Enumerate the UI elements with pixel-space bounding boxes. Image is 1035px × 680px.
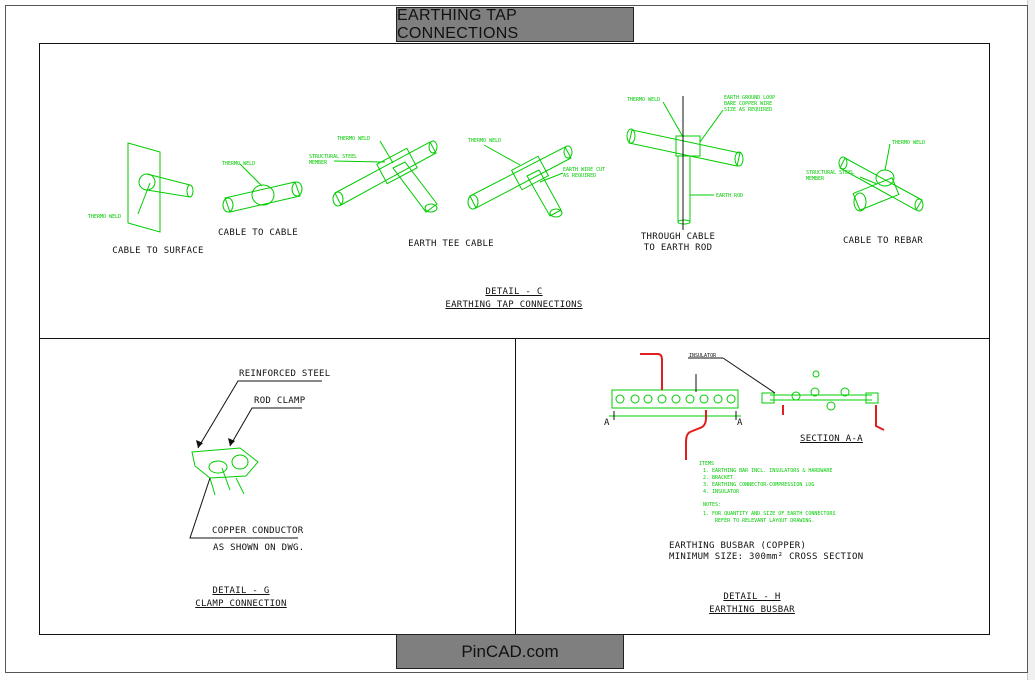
items-heading: ITEMS: [699, 461, 715, 467]
note-thermo-weld-6: THERMO WELD: [892, 140, 926, 146]
note-thermo-weld-2: THERMO WELD: [222, 161, 256, 167]
note-earth-wire: EARTH WIRE CUT AS REQUIRED: [563, 167, 606, 179]
label-cable-to-surface: CABLE TO SURFACE: [112, 246, 204, 256]
drawing-border: [5, 5, 1028, 673]
label-copper-conductor: COPPER CONDUCTOR: [212, 526, 304, 536]
note-thermo-weld-3: THERMO WELD: [337, 136, 371, 142]
note-thermo-weld-4: THERMO WELD: [468, 138, 502, 144]
items-line-4: 4. INSULATOR: [703, 489, 740, 495]
label-as-shown: AS SHOWN ON DWG.: [213, 543, 305, 553]
detail-g-subtitle: CLAMP CONNECTION: [195, 599, 287, 609]
items-line-1: 1. EARTHING BAR INCL. INSULATORS & HARDW…: [703, 468, 833, 474]
section-marker-a-left: A: [604, 418, 610, 428]
detail-g-title: DETAIL - G: [212, 586, 270, 596]
through-cable-graphic: [626, 101, 744, 225]
label-section-aa: SECTION A-A: [800, 434, 863, 444]
label-busbar-2: MINIMUM SIZE: 300mm² CROSS SECTION: [669, 552, 864, 562]
detail-c-title: DETAIL - C: [485, 287, 543, 297]
earth-tee-graphic: [332, 140, 438, 213]
label-through-cable-1: THROUGH CABLE: [640, 232, 716, 242]
label-insulator: INSULATOR: [689, 353, 717, 359]
tee-cable-graphic-2: [467, 144, 573, 218]
footer-watermark: PinCAD.com: [396, 634, 624, 669]
cable-to-cable-graphic: [222, 163, 303, 213]
detail-c-subtitle: EARTHING TAP CONNECTIONS: [445, 300, 583, 310]
busbar-graphic: [609, 389, 741, 417]
note-structural-steel-2: STRUCTURAL STEEL MEMBER: [806, 170, 855, 182]
items-line-3: 3. EARTHING CONNECTOR-COMPRESSION LUG: [703, 482, 815, 488]
cable-to-surface-graphic: [127, 142, 194, 233]
detail-h-title: DETAIL - H: [723, 592, 781, 602]
notes-heading: NOTES:: [703, 502, 722, 508]
notes-line-2: REFER TO RELEVANT LAYOUT DRAWING.: [703, 518, 815, 524]
label-cable-to-rebar: CABLE TO REBAR: [842, 236, 924, 246]
label-cable-to-cable: CABLE TO CABLE: [217, 228, 299, 238]
note-structural-steel-1: STRUCTURAL STEEL MEMBER: [309, 154, 358, 166]
note-earth-rod: EARTH ROD: [716, 193, 744, 199]
label-reinforced-steel: REINFORCED STEEL: [239, 369, 331, 379]
label-earth-tee-cable: EARTH TEE CABLE: [408, 239, 494, 249]
label-busbar-1: EARTHING BUSBAR (COPPER): [669, 541, 807, 551]
panel-detail-h: [515, 338, 990, 635]
label-through-cable-2: TO EARTH ROD: [643, 243, 713, 253]
label-rod-clamp: ROD CLAMP: [254, 396, 306, 406]
note-thermo-weld-5: THERMO WELD: [627, 97, 661, 103]
note-earth-ground-loop: EARTH GROUND LOOP BARE COPPER WIRE SIZE …: [724, 95, 776, 113]
section-aa-graphic: [761, 370, 879, 411]
drawing-title: EARTHING TAP CONNECTIONS: [396, 7, 634, 42]
detail-h-subtitle: EARTHING BUSBAR: [709, 605, 795, 615]
note-thermo-weld-1: THERMO WELD: [88, 214, 122, 220]
cable-to-rebar-graphic: [838, 143, 924, 212]
notes-line-1: 1. FOR QUANTITY AND SIZE OF EARTH CONNEC…: [703, 511, 836, 517]
clamp-graphic: [191, 447, 259, 496]
busbar-red-cables: [640, 353, 885, 460]
items-line-2: 2. BRACKET: [703, 475, 734, 481]
section-marker-a-right: A: [737, 418, 743, 428]
